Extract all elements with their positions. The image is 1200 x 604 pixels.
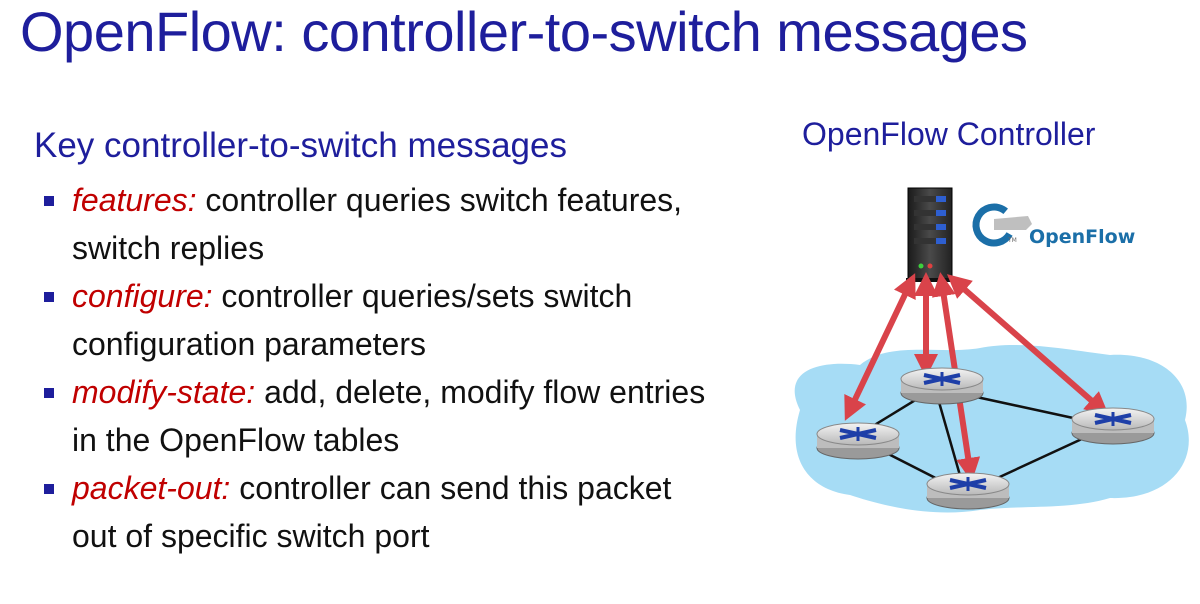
bullet-text: controller can send this packet out of s…: [72, 470, 672, 554]
square-bullet-icon: [44, 388, 54, 398]
bullet-item-features: features: controller queries switch feat…: [40, 176, 720, 272]
switch-icon-left: [816, 422, 900, 460]
logo-text: OpenFlow: [1029, 226, 1135, 248]
switch-icon-right: [1071, 407, 1155, 445]
logo-tm: TM: [1007, 237, 1017, 244]
bullet-list: features: controller queries switch feat…: [40, 176, 720, 560]
bullet-term: packet-out:: [72, 470, 231, 506]
bullet-item-configure: configure: controller queries/sets switc…: [40, 272, 720, 368]
switch-icon-top: [900, 367, 984, 405]
controller-server-icon: [906, 187, 954, 282]
square-bullet-icon: [44, 196, 54, 206]
bullet-term: configure:: [72, 278, 213, 314]
bullet-text: controller queries switch features, swit…: [72, 182, 683, 266]
network-diagram: TM OpenFlow: [794, 187, 1189, 513]
bullet-item-modify-state: modify-state: add, delete, modify flow e…: [40, 368, 720, 464]
bullet-text: add, delete, modify flow entries in the …: [72, 374, 706, 458]
square-bullet-icon: [44, 484, 54, 494]
square-bullet-icon: [44, 292, 54, 302]
bullet-term: modify-state:: [72, 374, 256, 410]
slide-title: OpenFlow: controller-to-switch messages: [20, 0, 1028, 63]
controller-label: OpenFlow Controller: [802, 116, 1096, 152]
bullet-item-packet-out: packet-out: controller can send this pac…: [40, 464, 720, 560]
openflow-logo: TM OpenFlow: [972, 203, 1135, 248]
bullet-term: features:: [72, 182, 197, 218]
bullet-text: controller queries/sets switch configura…: [72, 278, 633, 362]
switch-icon-bottom: [926, 472, 1010, 510]
slide-subheading: Key controller-to-switch messages: [34, 126, 567, 165]
